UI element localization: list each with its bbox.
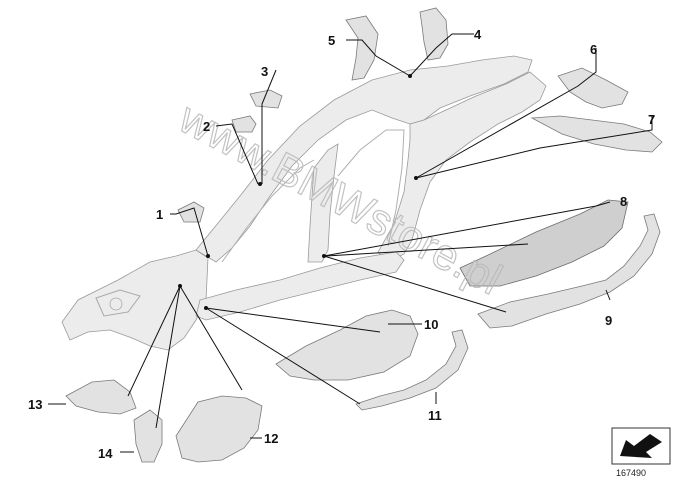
callout-5: 5	[328, 33, 335, 48]
part-3-shape	[249, 89, 283, 109]
part-4-shape	[419, 7, 449, 61]
callout-6: 6	[590, 42, 597, 57]
diagram-number: 167490	[616, 468, 646, 478]
part-13-shape	[65, 379, 137, 415]
callout-1: 1	[156, 207, 163, 222]
part-12-shape	[175, 395, 263, 463]
reference-arrow-icon	[620, 434, 662, 458]
callout-9: 9	[605, 313, 612, 328]
part-1-shape	[177, 201, 205, 223]
reference-box: 167490	[611, 427, 671, 478]
car-body-side-frame-illustration	[61, 55, 547, 351]
part-10-shape	[275, 309, 419, 381]
part-11-shape	[355, 329, 469, 411]
part-2-shape	[231, 115, 257, 133]
part-8-shape	[459, 199, 629, 287]
part-14-shape	[133, 409, 163, 463]
callout-11: 11	[428, 408, 442, 423]
callout-4: 4	[474, 27, 482, 42]
part-6-shape	[557, 67, 629, 109]
callout-2: 2	[203, 119, 210, 134]
leader-lines	[48, 33, 653, 453]
part-9-shape	[477, 213, 661, 329]
callout-14: 14	[98, 446, 113, 461]
callout-7: 7	[648, 112, 655, 127]
callout-12: 12	[264, 431, 278, 446]
callout-13: 13	[28, 397, 42, 412]
callout-3: 3	[261, 64, 268, 79]
part-5-shape	[345, 15, 379, 81]
callout-8: 8	[620, 194, 627, 209]
callout-10: 10	[424, 317, 438, 332]
